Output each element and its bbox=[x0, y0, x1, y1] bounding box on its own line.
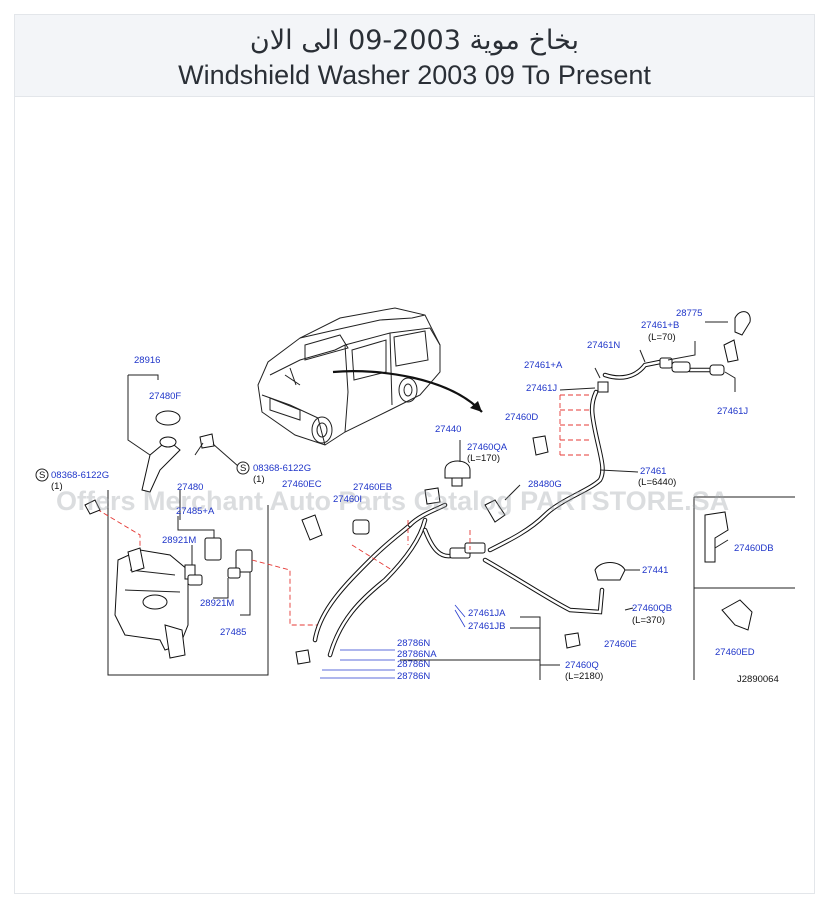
callout-27461J[interactable]: 27461J bbox=[526, 383, 557, 394]
callout-27461-a[interactable]: 27461+A bbox=[524, 360, 563, 371]
callout-qty: (L=70) bbox=[648, 332, 676, 343]
callout-qty: (L=2180) bbox=[565, 671, 603, 682]
callout-27460E[interactable]: 27460E bbox=[604, 639, 637, 650]
callout-27460I[interactable]: 27460I bbox=[333, 494, 362, 505]
callout-28786N[interactable]: 28786N bbox=[397, 638, 430, 649]
callout-27485-a[interactable]: 27485+A bbox=[176, 506, 215, 517]
title-english: Windshield Washer 2003 09 To Present bbox=[178, 60, 651, 90]
page-header: بخاخ موية 2003-09 الى الان Windshield Wa… bbox=[15, 15, 814, 97]
inset-boxes bbox=[693, 496, 795, 680]
callout-28786N[interactable]: 28786N bbox=[397, 671, 430, 682]
callout-qty: (L=370) bbox=[632, 615, 665, 626]
callout-28775[interactable]: 28775 bbox=[676, 308, 702, 319]
callout-08368-6122G[interactable]: 08368-6122G bbox=[51, 470, 109, 481]
s-marker-right: S bbox=[236, 461, 250, 475]
callout-qty: (L=170) bbox=[467, 453, 500, 464]
callout-27461N[interactable]: 27461N bbox=[587, 340, 620, 351]
callout-27460DB[interactable]: 27460DB bbox=[734, 543, 774, 554]
callout-27441[interactable]: 27441 bbox=[642, 565, 668, 576]
watermark-text: Offers Merchant Auto Parts Catalog PARTS… bbox=[56, 486, 729, 516]
callout-qty: (L=6440) bbox=[638, 477, 676, 488]
callout-27461-b[interactable]: 27461+B bbox=[641, 320, 679, 331]
hose-assembly bbox=[295, 311, 751, 680]
callout-27460EB[interactable]: 27460EB bbox=[353, 482, 392, 493]
title-arabic: بخاخ موية 2003-09 الى الان bbox=[249, 25, 580, 56]
callout-28916[interactable]: 28916 bbox=[134, 355, 160, 366]
reservoir-group bbox=[84, 374, 320, 676]
callout-28786NA[interactable]: 28786NA bbox=[397, 649, 437, 660]
callout-28921M[interactable]: 28921M bbox=[200, 598, 234, 609]
callout-28786N[interactable]: 28786N bbox=[397, 659, 430, 670]
svg-text:S: S bbox=[240, 463, 246, 474]
callout-27460D[interactable]: 27460D bbox=[505, 412, 538, 423]
svg-text:S: S bbox=[39, 470, 45, 481]
callout-28480G[interactable]: 28480G bbox=[528, 479, 562, 490]
callout-27460QA[interactable]: 27460QA bbox=[467, 442, 508, 453]
callout-27460EC[interactable]: 27460EC bbox=[282, 479, 322, 490]
callout-27480F[interactable]: 27480F bbox=[149, 391, 181, 402]
callout-28921M[interactable]: 28921M bbox=[162, 535, 196, 546]
callout-27460ED[interactable]: 27460ED bbox=[715, 647, 755, 658]
callout-qty: (1) bbox=[253, 474, 265, 485]
callout-08368-6122G[interactable]: 08368-6122G bbox=[253, 463, 311, 474]
callout-27440[interactable]: 27440 bbox=[435, 424, 461, 435]
callout-27461JA[interactable]: 27461JA bbox=[468, 608, 506, 619]
callout-27485[interactable]: 27485 bbox=[220, 627, 246, 638]
page-frame: بخاخ موية 2003-09 الى الان Windshield Wa… bbox=[14, 14, 815, 894]
callout-qty: (1) bbox=[51, 481, 63, 492]
s-marker-left: S bbox=[35, 468, 49, 482]
callout-27461[interactable]: 27461 bbox=[640, 466, 666, 477]
callout-27480[interactable]: 27480 bbox=[177, 482, 203, 493]
vehicle-illustration bbox=[257, 307, 483, 446]
callout-27460Q[interactable]: 27460Q bbox=[565, 660, 599, 671]
diagram-code: J2890064 bbox=[737, 674, 779, 685]
callout-27461J[interactable]: 27461J bbox=[717, 406, 748, 417]
callout-27461JB[interactable]: 27461JB bbox=[468, 621, 506, 632]
callout-27460QB[interactable]: 27460QB bbox=[632, 603, 672, 614]
